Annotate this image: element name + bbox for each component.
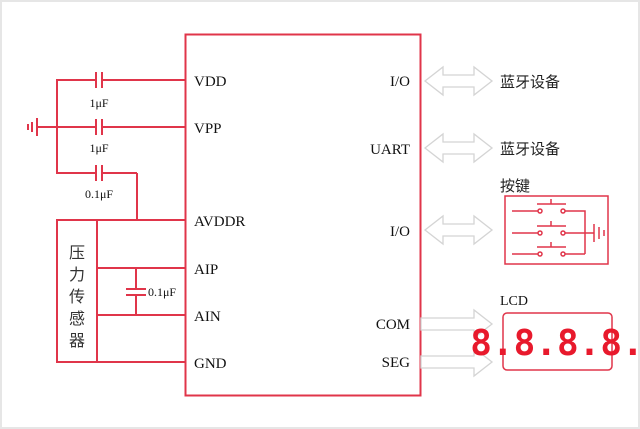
lcd-display bbox=[502, 312, 613, 371]
sensor-wiring bbox=[97, 219, 185, 363]
pin-aip: AIP bbox=[194, 262, 218, 278]
chip-body bbox=[184, 33, 422, 397]
pin-gnd: GND bbox=[194, 356, 227, 372]
svg-text:感: 感 bbox=[69, 309, 85, 328]
arrow-right-icon-com bbox=[420, 308, 494, 340]
vpp-capacitor-circuit bbox=[37, 119, 185, 135]
ground-icon-keys bbox=[593, 224, 605, 242]
avddr-cap-label: 0.1μF bbox=[85, 187, 113, 201]
svg-text:传: 传 bbox=[69, 287, 85, 306]
bidirectional-arrow-icon-2 bbox=[423, 132, 494, 164]
pin-ain: AIN bbox=[194, 309, 221, 325]
pin-io-1: I/O bbox=[390, 74, 410, 90]
pin-avddr: AVDDR bbox=[194, 214, 245, 230]
vdd-cap-label: 1μF bbox=[89, 96, 108, 110]
bluetooth-device-label-2: 蓝牙设备 bbox=[500, 140, 560, 158]
pin-vpp: VPP bbox=[194, 121, 222, 137]
bidirectional-arrow-icon-1 bbox=[423, 65, 494, 97]
svg-text:器: 器 bbox=[69, 331, 85, 350]
vdd-capacitor-circuit bbox=[56, 72, 185, 174]
svg-text:力: 力 bbox=[69, 265, 85, 284]
sensor-cap-label: 0.1μF bbox=[148, 285, 176, 299]
pin-vdd: VDD bbox=[194, 74, 227, 90]
svg-text:压: 压 bbox=[69, 243, 85, 262]
pin-seg: SEG bbox=[382, 355, 411, 371]
ground-icon-left bbox=[27, 118, 38, 136]
lcd-label: LCD bbox=[500, 294, 528, 309]
pressure-sensor bbox=[56, 219, 98, 363]
pin-io-2: I/O bbox=[390, 224, 410, 240]
bidirectional-arrow-icon-3 bbox=[423, 214, 494, 246]
key-switches bbox=[504, 195, 609, 265]
keys-label: 按键 bbox=[500, 177, 530, 195]
vpp-cap-label: 1μF bbox=[89, 141, 108, 155]
sensor-label: 压 力 传 感 器 bbox=[69, 243, 85, 350]
bluetooth-device-label-1: 蓝牙设备 bbox=[500, 73, 560, 91]
arrow-right-icon-seg bbox=[420, 346, 494, 378]
lcd-digits: 8.8.8.8. bbox=[470, 323, 640, 364]
pin-uart: UART bbox=[370, 142, 410, 158]
pin-com: COM bbox=[376, 317, 410, 333]
